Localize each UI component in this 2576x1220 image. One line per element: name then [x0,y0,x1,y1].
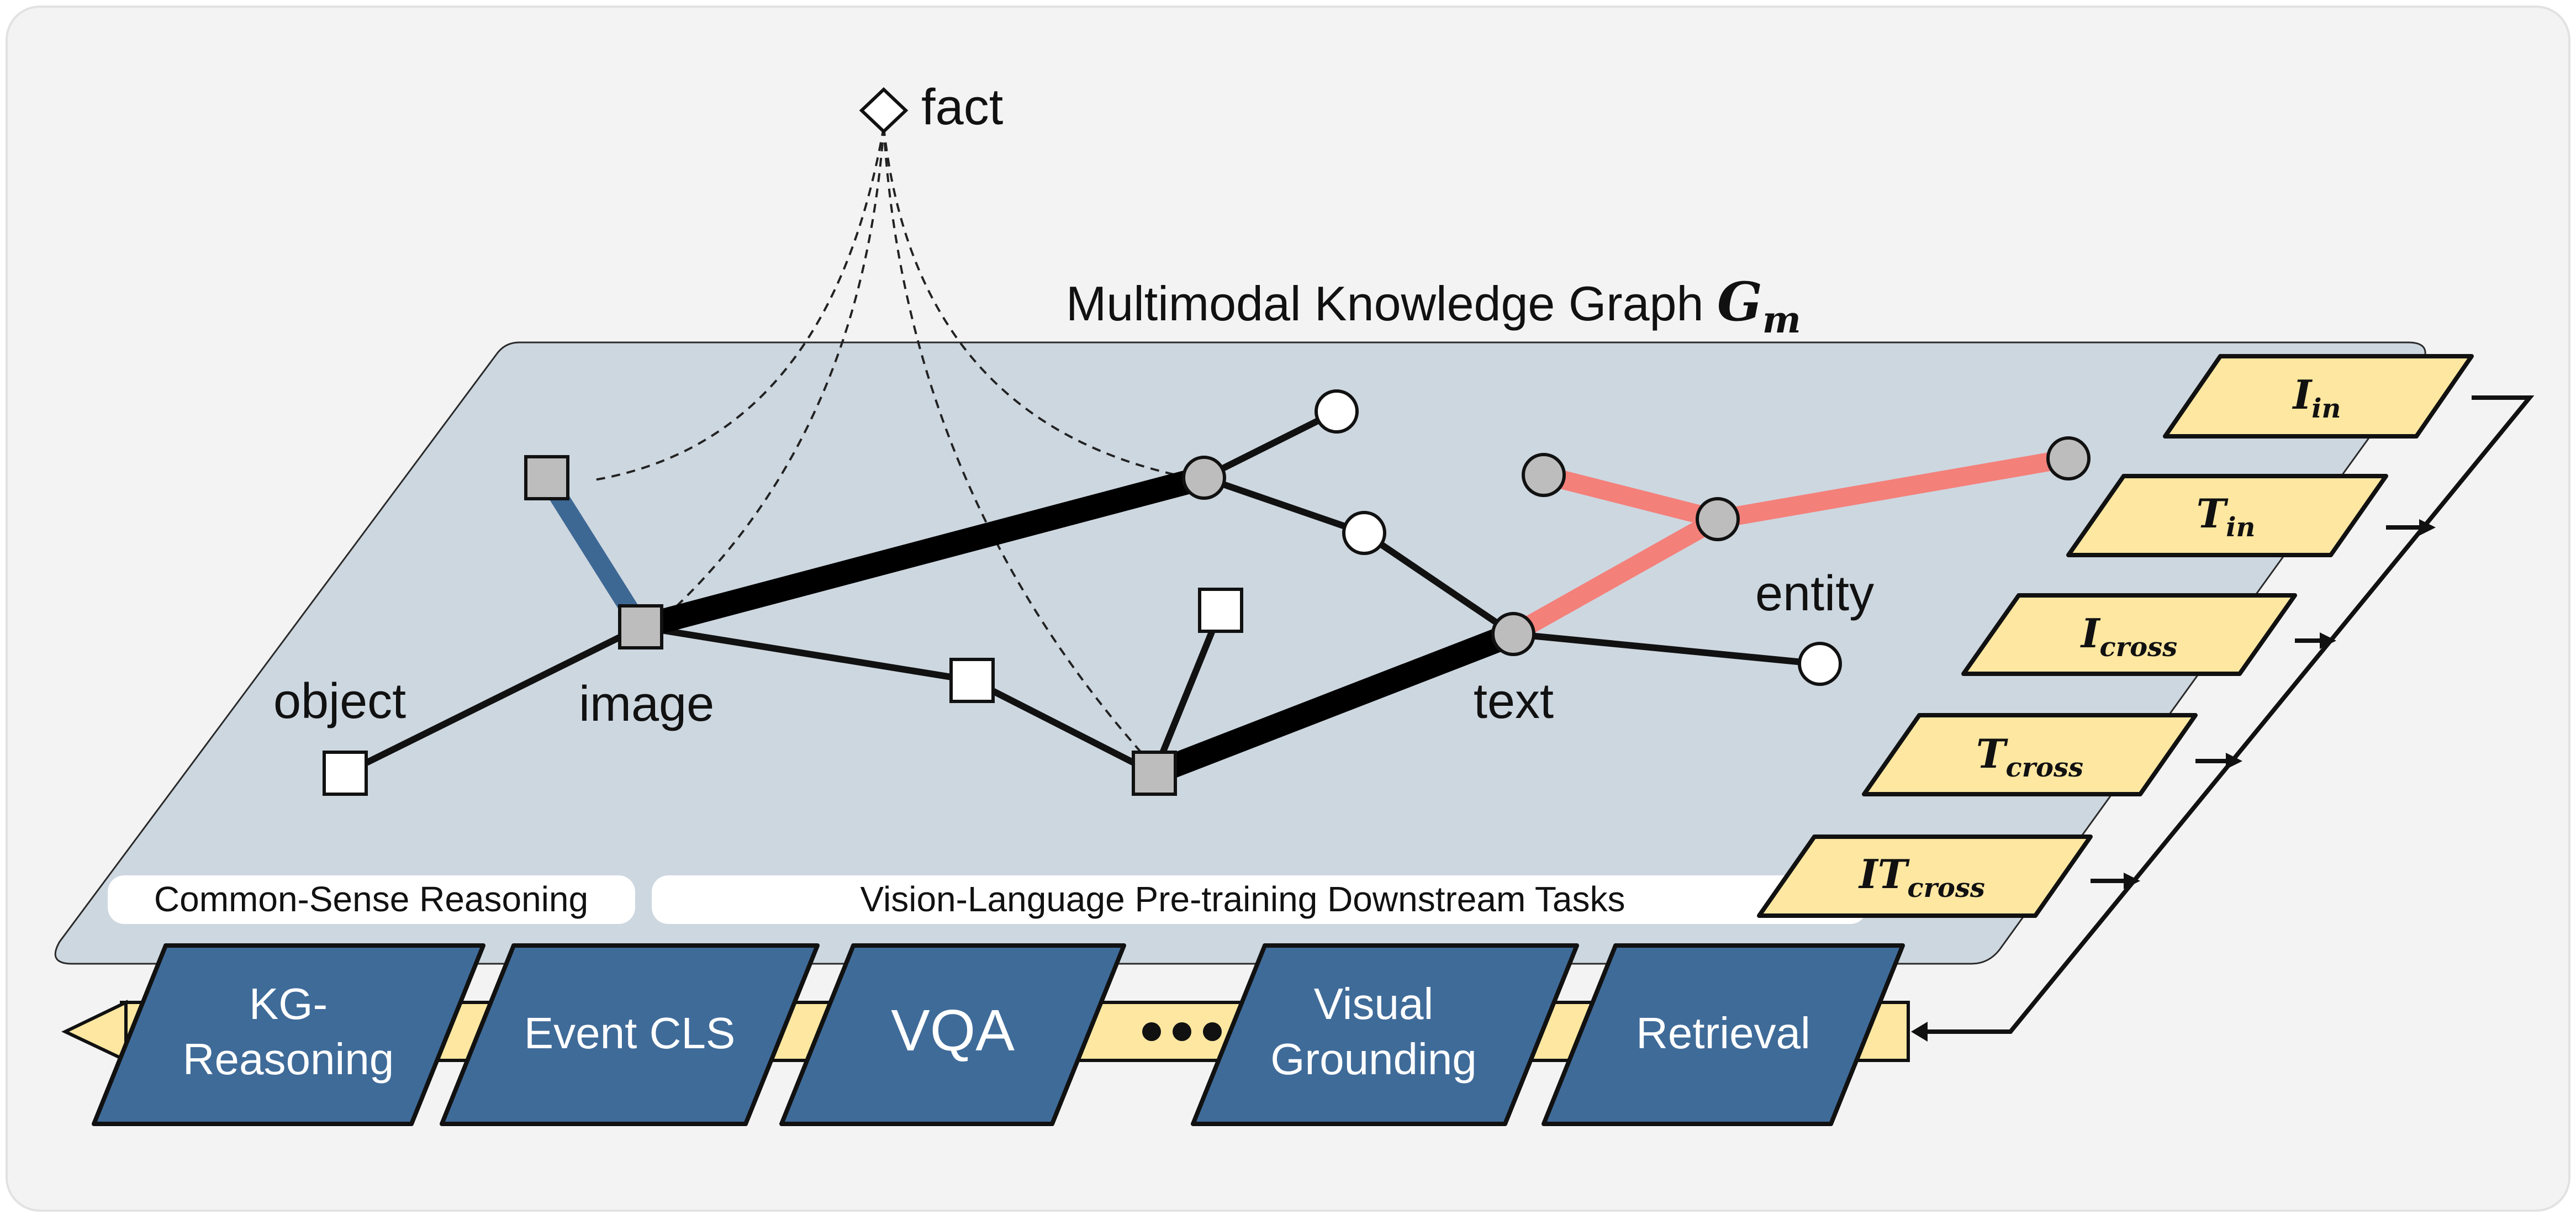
task-kg-reasoning[interactable]: KG- Reasoning [92,943,485,1126]
node-image [618,604,663,649]
node-white-square-2 [1198,588,1243,633]
node-red-right [2046,436,2091,480]
edge-midcircle-text [1361,530,1517,637]
graph-edges [342,408,2078,785]
objective-it-cross-base: IT [1858,851,1910,897]
edge-square-gray [969,677,1158,777]
task-vqa[interactable]: VQA [779,943,1126,1126]
label-text: text [1474,674,1554,729]
arrowhead-itcross [2124,873,2140,889]
ellipsis-dot-1 [1142,1022,1161,1041]
objective-t-in-sub: in [2226,512,2255,543]
objective-i-in-sub: in [2311,393,2341,424]
task-retrieval-label: Retrieval [1636,1008,1810,1058]
task-strip-arrowhead [61,1000,128,1063]
fact-diamond-icon [859,87,909,134]
ellipsis-dot-2 [1173,1022,1191,1041]
graph-title-text: Multimodal Knowledge Graph [1066,276,1717,331]
objective-t-in-base: T [2197,490,2229,537]
node-object [323,751,368,796]
edge-image-square [637,624,975,684]
task-event-cls-label: Event CLS [524,1008,735,1058]
edge-hub-midcircle [1201,474,1368,536]
edge-hub-topcircle [1201,408,1340,481]
task-vqa-label: VQA [891,998,1015,1063]
label-entity: entity [1755,566,1874,621]
objective-i-cross[interactable]: Icross [1961,593,2297,676]
objective-t-in[interactable]: Tin [2066,474,2388,557]
node-white-square [949,658,995,703]
objective-t-cross[interactable]: Tcross [1862,713,2198,796]
task-kg-reasoning-line2: Reasoning [183,1034,394,1084]
fact-label: fact [921,79,1003,135]
node-red-center [1696,497,1740,541]
svg-text:Tin: Tin [2197,490,2256,543]
arrowhead-tcross [2226,753,2242,769]
svg-text:Icross: Icross [2080,610,2177,663]
edge-red-1 [1504,510,1727,643]
objective-t-cross-base: T [1976,730,2008,777]
edge-gray-whitesq [1151,607,1224,777]
task-boxes: KG- Reasoning Event CLS VQA Visual Groun… [92,943,1905,1126]
svg-text:Tcross: Tcross [1976,730,2083,783]
objective-boxes: Iin Tin Icross Tcross ITcross [1757,354,2474,918]
task-retrieval[interactable]: Retrieval [1542,943,1905,1126]
edge-image-hub-bold [629,466,1216,639]
node-top-circle [1315,389,1359,434]
node-red-left [1522,453,1566,497]
objective-t-cross-sub: cross [2006,752,2084,783]
graph-nodes [323,389,2091,796]
task-kg-reasoning-line1: KG- [249,979,328,1028]
graph-title: Multimodal Knowledge Graph Gm [1066,271,1801,341]
objective-i-in[interactable]: Iin [2163,354,2474,439]
objective-i-cross-sub: cross [2100,632,2178,663]
task-visual-grounding-line2: Grounding [1270,1034,1477,1084]
node-image-top [524,455,569,500]
connector-arrowheads [1911,519,2436,1042]
arrowhead-tin [2419,519,2436,536]
objective-it-cross-sub: cross [1907,873,1985,904]
node-mid-circle [1342,511,1386,555]
node-entity [1798,642,1842,686]
svg-text:ITcross: ITcross [1858,851,1985,904]
edge-red-2 [1534,466,1727,529]
label-object: object [273,674,406,729]
common-sense-label: Common-Sense Reasoning [154,879,588,919]
edge-gray-text-bold [1142,622,1525,785]
objective-connectors [1917,395,2535,1034]
graph-title-symbol: G [1717,271,1762,333]
node-hub [1182,456,1226,500]
arrowhead-icross [2320,632,2336,649]
fact-links [590,126,1205,774]
objective-i-cross-base: I [2080,610,2101,657]
node-text [1491,612,1535,656]
edge-object-image [342,624,644,777]
vlp-downstream-label: Vision-Language Pre-training Downstream … [860,879,1625,919]
ellipsis-dot-3 [1203,1022,1222,1041]
node-gray-square [1132,751,1177,796]
svg-text:Iin: Iin [2292,371,2341,424]
edge-red-3 [1708,449,2078,529]
objective-it-cross[interactable]: ITcross [1757,835,2093,918]
graph-title-subscript: m [1762,298,1801,341]
task-visual-grounding-line1: Visual [1314,979,1433,1028]
edge-blue-highlight [537,468,650,636]
edge-text-entity [1510,631,1823,667]
label-image: image [579,677,714,732]
arrowhead-to-tasks [1911,1022,1928,1042]
task-event-cls[interactable]: Event CLS [440,943,820,1126]
common-sense-pill [108,875,635,924]
vlp-downstream-pill [652,875,1867,924]
task-visual-grounding[interactable]: Visual Grounding [1191,943,1579,1126]
objective-i-in-base: I [2292,371,2313,418]
